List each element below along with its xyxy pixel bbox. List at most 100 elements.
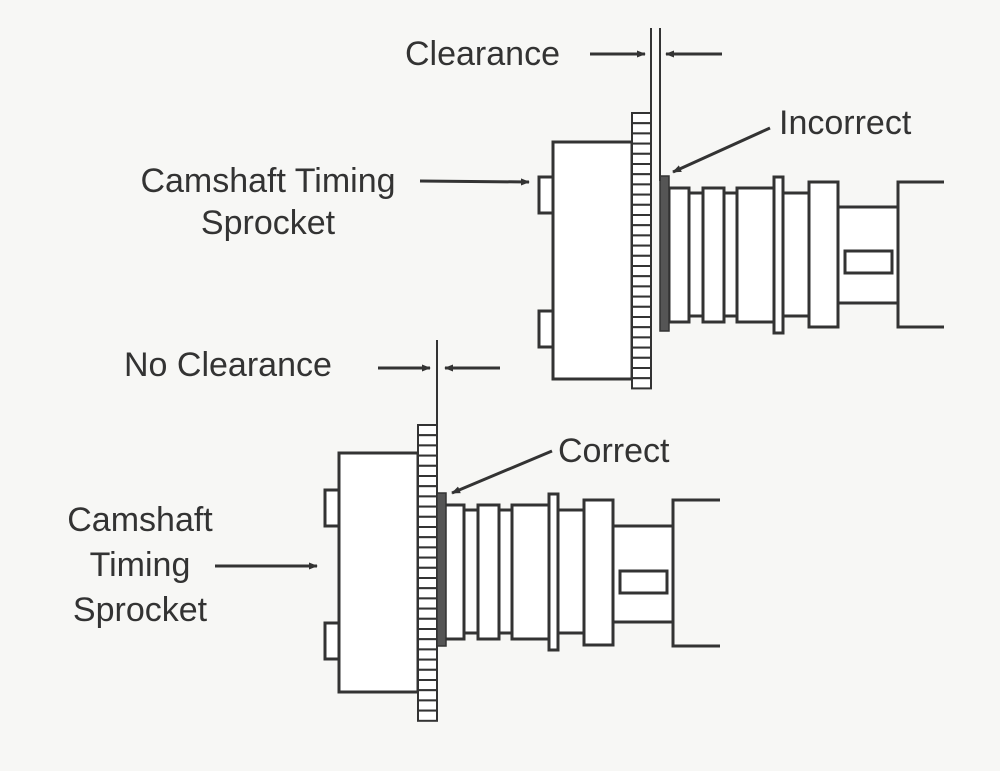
top-sprocket-label: Camshaft Timing Sprocket [118,163,418,241]
sprocket-tooth [631,305,652,318]
sprocket-tooth [417,556,438,569]
top-shaft-segment [687,191,705,318]
incorrect-arrow [672,126,771,174]
bottom-sprocket-label-line3: Sprocket [72,591,208,629]
bottom-camshaft [442,492,720,652]
bottom-sprocket-teeth [417,424,438,722]
sprocket-tooth [417,597,438,610]
top-incorrect-label: Incorrect [779,104,912,142]
sprocket-tooth [417,709,438,722]
bottom-sprocket-label: Camshaft Timing Sprocket [40,502,240,628]
sprocket-tooth [417,587,438,600]
sprocket-tooth [417,546,438,559]
sprocket-tooth [417,454,438,467]
top-shaft-segment [735,186,776,324]
bottom-sprocket-assembly [323,424,438,722]
top-shaft-segment [667,186,691,324]
bottom-shaft-segment [582,498,615,647]
bottom-sprocket-label-line1: Camshaft [67,501,213,539]
sprocket-tooth [417,689,438,702]
sprocket-tooth [417,658,438,671]
top-camshaft [667,175,944,335]
sprocket-tooth [631,326,652,339]
top-shaft-segment [701,186,726,324]
sprocket-tooth [631,295,652,308]
top-shaft-segment [807,180,840,329]
sprocket-tooth [631,285,652,298]
sprocket-tooth [631,203,652,217]
sprocket-tooth [417,628,438,641]
sprocket-tooth [631,346,652,359]
sprocket-tooth [631,142,652,155]
sprocket-tooth [631,163,652,176]
top-shaft-end [896,180,944,329]
top-sprocket-teeth [631,112,652,390]
top-sprocket-label-line1: Camshaft Timing [140,162,396,200]
sprocket-tooth [631,183,652,196]
sprocket-tooth [631,275,652,288]
sprocket-tooth [417,679,438,692]
sprocket-tooth [631,152,652,166]
sprocket-tooth [417,638,438,651]
sprocket-tooth [631,173,652,186]
sprocket-tooth [417,648,438,661]
top-clearance-label: Clearance [405,35,560,73]
sprocket-tooth [631,234,652,247]
top-sprocket-hub [551,140,634,381]
top-sprocket-arrow [419,178,530,186]
sprocket-tooth [417,577,438,590]
top-shaft-segment [781,191,811,318]
sprocket-tooth [417,536,438,549]
sprocket-tooth [417,668,438,681]
sprocket-tooth [631,377,652,390]
bottom-shim [436,492,447,647]
sprocket-tooth [417,434,438,447]
top-shim [659,175,670,332]
bottom-shaft-slot [618,569,669,595]
sprocket-tooth [417,617,438,630]
sprocket-tooth [417,505,438,518]
bottom-sprocket-boss-upper [323,488,341,528]
sprocket-tooth [417,475,438,488]
bottom-shaft-segment [497,508,514,635]
sprocket-tooth [631,336,652,349]
sprocket-tooth [417,526,438,539]
sprocket-tooth [417,699,438,712]
sprocket-tooth [417,607,438,620]
bottom-shaft-segment [462,508,480,635]
sprocket-tooth [417,495,438,508]
correct-label: Correct [558,432,670,470]
sprocket-tooth [631,214,652,227]
sprocket-tooth [631,132,652,145]
sprocket-tooth [631,193,652,206]
top-sprocket-label-line2: Sprocket [200,204,336,242]
sprocket-tooth [631,122,652,135]
bottom-shaft-segment [442,503,466,641]
bottom-sprocket-boss-lower [323,621,341,661]
no-clearance-label: No Clearance [124,346,332,384]
bottom-sprocket-hub [337,451,420,694]
sprocket-tooth [631,244,652,257]
sprocket-tooth [631,367,652,380]
sprocket-tooth [631,254,652,268]
top-shaft-segment [722,191,739,318]
top-shaft-slot [843,249,894,275]
sprocket-tooth [631,265,652,278]
bottom-shaft-segment [476,503,501,641]
sprocket-tooth [417,424,438,437]
bottom-shaft-end [671,498,720,648]
sprocket-tooth [631,112,652,125]
sprocket-tooth [417,515,438,528]
sprocket-tooth [631,224,652,237]
top-sprocket-boss-lower [537,309,555,349]
sprocket-tooth [631,316,652,329]
bottom-shaft-segment [510,503,551,641]
bottom-shaft-segment [556,508,586,635]
sprocket-tooth [417,444,438,457]
top-sprocket-boss-upper [537,175,555,215]
sprocket-tooth [417,485,438,498]
sprocket-tooth [417,464,438,477]
bottom-sprocket-label-line2: Timing [89,546,191,584]
